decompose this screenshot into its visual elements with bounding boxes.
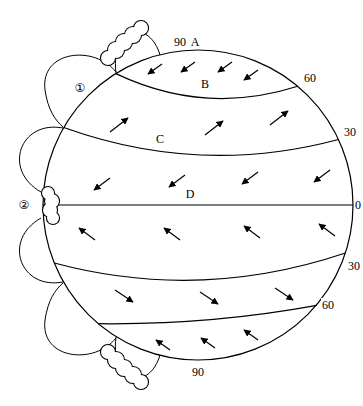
point-letter: D — [185, 187, 196, 201]
latitude-label: 60 — [303, 71, 317, 85]
wind-arrow — [275, 288, 293, 300]
point-letter: C — [155, 132, 165, 146]
wind-arrow — [314, 170, 330, 182]
cloud-puff — [134, 21, 148, 35]
cloud-outline — [42, 21, 148, 389]
cell-loop — [19, 127, 63, 192]
cloud-puff — [47, 212, 59, 224]
wind-arrow — [200, 292, 218, 304]
latitude-line — [54, 253, 345, 280]
wind-arrow — [205, 121, 223, 135]
earth-outline — [43, 50, 353, 360]
wind-arrow — [148, 64, 162, 74]
cell-loop — [45, 283, 116, 355]
clouds — [42, 21, 148, 389]
wind-arrow — [115, 290, 133, 302]
cell-number: ② — [18, 198, 31, 212]
equator-line — [43, 204, 353, 205]
cloud-puff — [134, 375, 148, 389]
cloud-fill — [42, 21, 148, 389]
latitude-line — [98, 305, 316, 323]
wind-arrow — [79, 228, 95, 240]
wind-arrow — [270, 111, 288, 125]
latitude-label: 90 — [173, 35, 187, 49]
cell-number: ① — [74, 81, 87, 95]
wind-arrow — [94, 178, 110, 190]
wind-arrow — [201, 338, 215, 348]
cell-loop — [19, 218, 63, 283]
circulation-cells — [19, 31, 160, 378]
point-letter: A — [190, 35, 201, 49]
latitude-label: 30 — [347, 259, 361, 273]
wind-arrow — [242, 172, 258, 184]
earth-circle — [43, 50, 353, 360]
wind-arrows — [79, 62, 335, 350]
wind-arrow — [110, 118, 128, 132]
wind-arrow — [244, 330, 258, 340]
cloud-puff — [134, 21, 148, 35]
cloud-puff — [47, 212, 59, 224]
cloud-puff — [134, 375, 148, 389]
point-letter: B — [200, 77, 210, 91]
wind-arrow — [156, 340, 170, 350]
latitude-label: 60 — [321, 298, 335, 312]
wind-arrow — [218, 62, 232, 72]
wind-arrow — [181, 62, 195, 72]
cell-loop — [45, 55, 116, 127]
latitude-line — [64, 128, 339, 156]
wind-arrow — [169, 175, 185, 187]
wind-arrow — [244, 226, 260, 238]
wind-arrow — [164, 228, 180, 240]
latitude-line — [116, 74, 298, 99]
latitude-label: 30 — [343, 125, 357, 139]
latitude-label: 90 — [191, 365, 205, 379]
wind-arrow — [319, 224, 335, 236]
latitude-label: 0 — [354, 198, 362, 212]
wind-arrow — [244, 70, 258, 80]
